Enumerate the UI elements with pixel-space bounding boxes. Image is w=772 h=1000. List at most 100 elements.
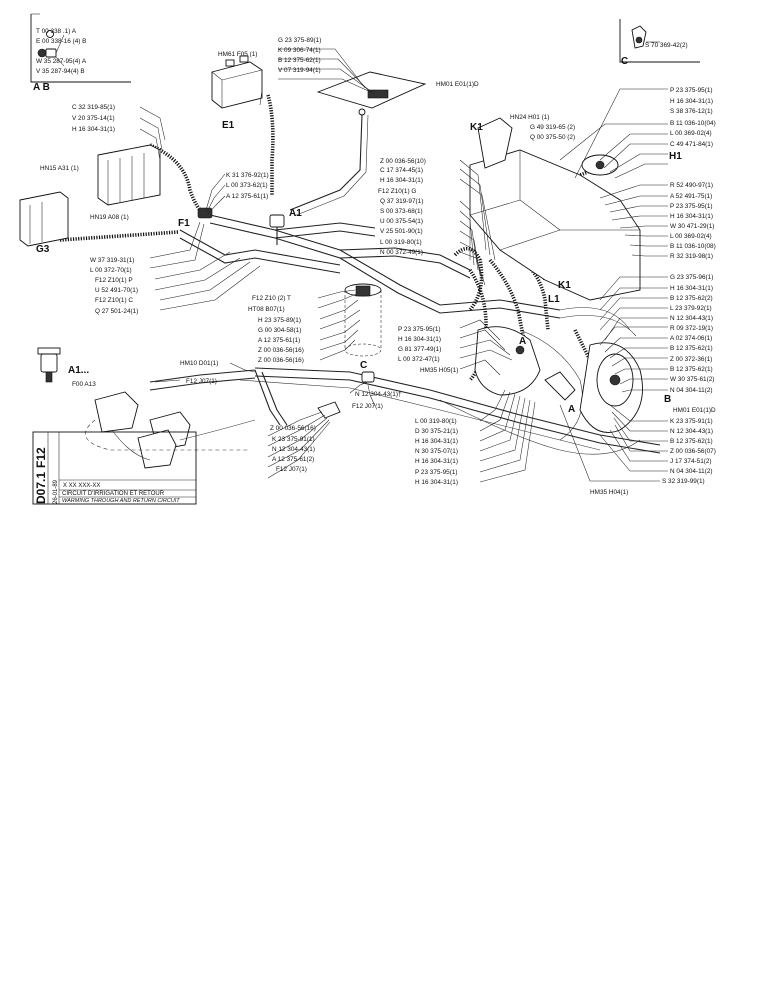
title-date: 26-01-89 bbox=[53, 479, 59, 504]
part-label: A1 bbox=[289, 208, 302, 219]
part-label: L 00 319-80(1) bbox=[415, 418, 457, 425]
part-label: V 25 501-90(1) bbox=[380, 228, 423, 235]
part-label: K 23 375-91(1) bbox=[272, 436, 315, 443]
part-label: Q 00 375-50 (2) bbox=[530, 134, 575, 141]
part-label: K 23 375-91(1) bbox=[670, 418, 713, 425]
part-label: H 16 304-31(1) bbox=[670, 213, 713, 220]
leader-lines bbox=[139, 48, 668, 483]
part-label: Q 37 319-97(1) bbox=[380, 198, 423, 205]
part-label: C 32 319-85(1) bbox=[72, 104, 115, 111]
part-label: A 02 374-06(1) bbox=[670, 335, 712, 342]
pipe-network bbox=[149, 114, 661, 455]
part-label: G 81 377-49(1) bbox=[398, 346, 441, 353]
part-label: C 49 471-84(1) bbox=[670, 141, 713, 148]
top-left-detail-box bbox=[30, 13, 131, 83]
part-label: V 07 319-94(1) bbox=[278, 67, 321, 74]
side-code-f12: F12 bbox=[34, 447, 48, 468]
part-label: N 12 304-43(1) bbox=[670, 315, 713, 322]
part-label: H 16 304-31(1) bbox=[415, 458, 458, 465]
part-label: HM01 E01(1)D bbox=[436, 81, 479, 88]
part-label: K 31 376-92(1) bbox=[226, 172, 269, 179]
part-label: V 35 287-94(4) B bbox=[36, 68, 85, 75]
part-label: N 12 304-43(1) bbox=[272, 446, 315, 453]
part-label: R 09 372-19(1) bbox=[670, 325, 713, 332]
part-label: Q 27 501-24(1) bbox=[95, 308, 138, 315]
part-label: R 32 319-98(1) bbox=[670, 253, 713, 260]
part-label: S 70 369-42(2) bbox=[645, 42, 688, 49]
part-label: Z 00 372-36(1) bbox=[670, 356, 712, 363]
part-label: HM35 H04(1) bbox=[590, 489, 628, 496]
part-label: F12 Z10 (2) T bbox=[252, 295, 291, 302]
part-label: H 16 304-31(1) bbox=[670, 98, 713, 105]
part-label: E 00 338-16 (4) B bbox=[36, 38, 86, 45]
part-label: HN24 H01 (1) bbox=[510, 114, 549, 121]
part-label: N 00 372-49(1) bbox=[380, 249, 423, 256]
part-label: Z 00 036-56(16) bbox=[258, 357, 304, 364]
part-label: R 52 490-97(1) bbox=[670, 182, 713, 189]
part-label: W 30 471-29(1) bbox=[670, 223, 714, 230]
part-label: L 00 372-70(1) bbox=[90, 267, 132, 274]
part-label: S 32 319-99(1) bbox=[662, 478, 705, 485]
part-label: N 04 304-11(2) bbox=[670, 387, 713, 394]
part-label: A bbox=[568, 404, 575, 415]
part-label: P 23 375-95(1) bbox=[670, 203, 713, 210]
part-label: F12 Z10(1) G bbox=[378, 188, 416, 195]
part-label: G3 bbox=[36, 244, 50, 255]
title-block: F12 D07.1 26-01-89 X XX XXX-XX CIRCUIT D… bbox=[32, 431, 197, 505]
part-label: H 16 304-31(1) bbox=[380, 177, 423, 184]
part-label: L1 bbox=[548, 294, 560, 305]
part-label: HM01 E01(1)D bbox=[673, 407, 716, 414]
part-label: L 00 369-02(4) bbox=[670, 233, 712, 240]
part-label: W 37 319-31(1) bbox=[90, 257, 134, 264]
side-code-d07: D07.1 bbox=[34, 472, 48, 504]
part-label: Z 00 036-56(16) bbox=[270, 425, 316, 432]
part-label: K 09 306-74(1) bbox=[278, 47, 321, 54]
part-label: G 23 375-96(1) bbox=[670, 274, 713, 281]
part-label: L 23 379-92(1) bbox=[670, 305, 712, 312]
part-label: T 00 338 .1) A bbox=[36, 28, 77, 35]
part-label: B bbox=[664, 394, 671, 405]
part-label: W 30 375-61(2) bbox=[670, 376, 714, 383]
title-english: WARMING THROUGH AND RETURN CIRCUIT bbox=[62, 498, 180, 504]
part-label: Z 00 036-56(10) bbox=[380, 158, 426, 165]
part-label: Z 00 036-56(07) bbox=[670, 448, 716, 455]
title-model: X XX XXX-XX bbox=[63, 483, 100, 489]
part-label: F12 J07(1) bbox=[276, 466, 307, 473]
part-label: H 16 304-31(1) bbox=[415, 438, 458, 445]
top-right-detail-box-c bbox=[619, 19, 700, 63]
part-label: L 00 369-02(4) bbox=[670, 130, 712, 137]
part-labels: T 00 338 .1) AE 00 338-16 (4) BW 35 287-… bbox=[33, 28, 716, 496]
part-label: C bbox=[360, 360, 367, 371]
part-label: F12 Z10(1) P bbox=[95, 277, 133, 284]
part-label: H 16 304-31(1) bbox=[72, 126, 115, 133]
part-label: C 17 374-45(1) bbox=[380, 167, 423, 174]
part-label: A 12 375-61(2) bbox=[272, 456, 314, 463]
part-label: N 30 375-07(1) bbox=[415, 448, 458, 455]
part-label: A 12 375-61(1) bbox=[258, 337, 300, 344]
part-label: L 00 319-80(1) bbox=[380, 239, 422, 246]
part-label: B 12 375-62(1) bbox=[278, 57, 321, 64]
part-label: B 12 375-62(1) bbox=[670, 345, 713, 352]
part-label: HN19 A08 (1) bbox=[90, 214, 129, 221]
part-label: N 04 304-11(2) bbox=[670, 468, 713, 475]
part-label: HM61 F05 (1) bbox=[218, 51, 257, 58]
part-label: A1... bbox=[68, 365, 89, 376]
part-label: A bbox=[519, 336, 526, 347]
part-label: Z 00 036-56(16) bbox=[258, 347, 304, 354]
part-label: D 30 375-21(1) bbox=[415, 428, 458, 435]
part-label: H 23 375-89(1) bbox=[258, 317, 301, 324]
part-label: P 23 375-95(1) bbox=[670, 87, 713, 94]
part-label: B 12 375-62(2) bbox=[670, 295, 713, 302]
component-shapes bbox=[19, 55, 643, 469]
part-label: P 23 375-95(1) bbox=[398, 326, 441, 333]
part-label: S 00 373-68(1) bbox=[380, 208, 423, 215]
part-label: H 16 304-31(1) bbox=[398, 336, 441, 343]
part-label: F1 bbox=[178, 218, 190, 229]
part-label: F00 A13 bbox=[72, 381, 96, 388]
part-label: HM10 D01(1) bbox=[180, 360, 218, 367]
part-label: HM35 H05(1) bbox=[420, 367, 458, 374]
part-label: F12 Z10(1) C bbox=[95, 297, 133, 304]
part-label: B 11 036-10(04) bbox=[670, 120, 716, 127]
part-label: U 52 491-70(1) bbox=[95, 287, 138, 294]
